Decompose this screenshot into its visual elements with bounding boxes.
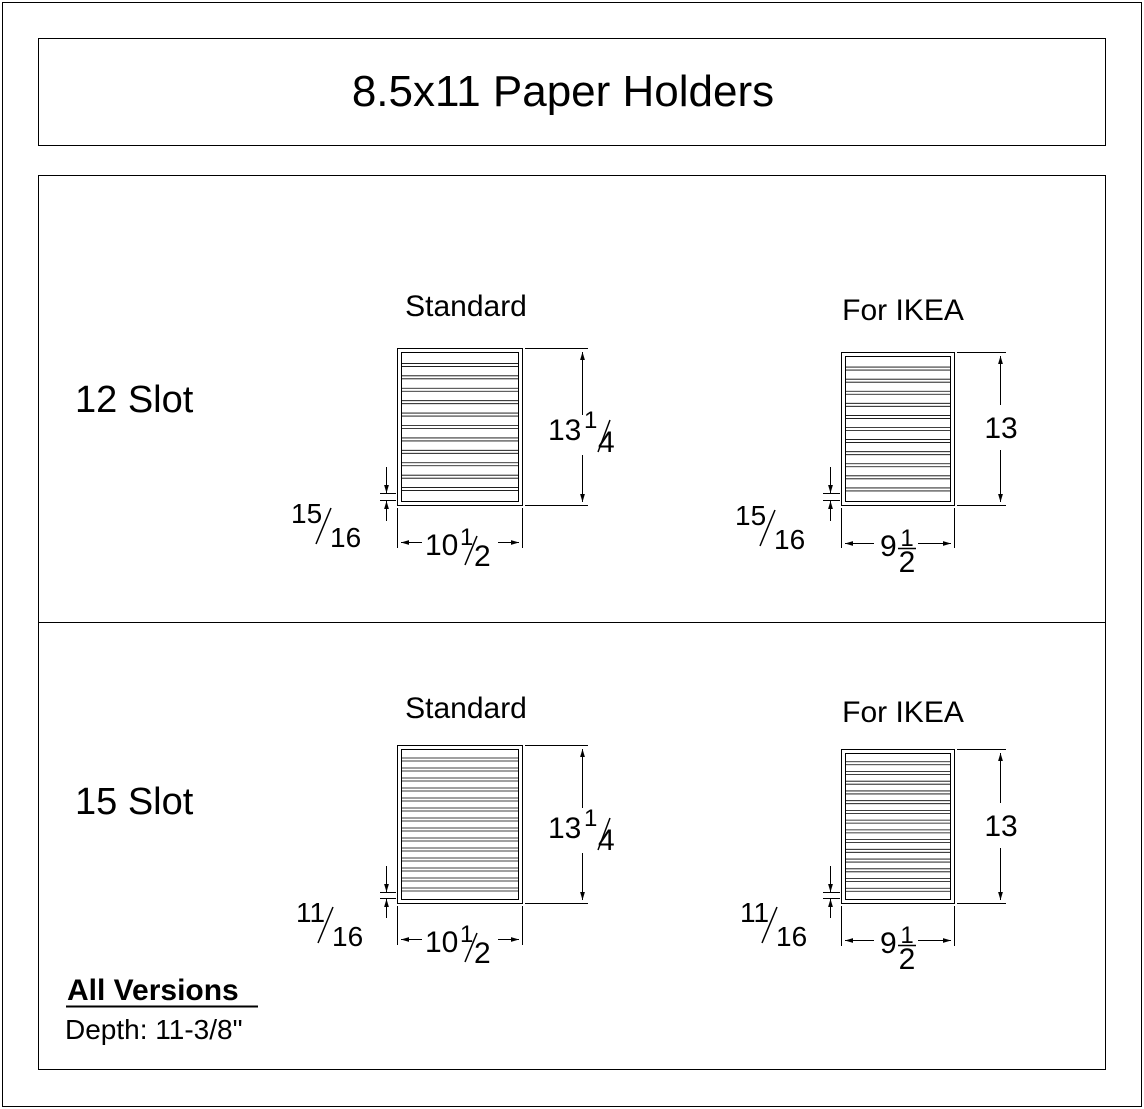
slot-lines <box>845 366 951 492</box>
row-label-12-slot: 12 Slot <box>75 379 194 421</box>
width-denominator: 2 <box>474 540 491 573</box>
gap-numerator: 15 <box>735 500 766 531</box>
height-whole: 13 <box>984 412 1017 445</box>
width-whole: 10 <box>425 529 458 562</box>
width-numerator: 1 <box>460 524 473 551</box>
fraction-slash <box>315 507 332 545</box>
heading-15-standard: Standard <box>405 692 527 725</box>
fraction-slash <box>597 419 611 453</box>
sheet-title: 8.5x11 Paper Holders <box>352 67 774 116</box>
holder-12-standard: 13 1 4 10 1 2 15 16 <box>291 348 615 573</box>
width-denominator: 2 <box>474 937 491 970</box>
holder-inner <box>401 352 519 502</box>
heading-12-ikea: For IKEA <box>842 294 964 327</box>
gap-denominator: 16 <box>332 921 363 952</box>
slot-lines <box>845 761 951 892</box>
notes-heading: All Versions <box>67 974 239 1007</box>
height-whole: 13 <box>548 812 581 845</box>
holder-15-ikea: 13 9 1 2 11 16 <box>740 749 1018 976</box>
gap-denominator: 16 <box>330 522 361 553</box>
gap-denominator: 16 <box>776 921 807 952</box>
width-whole: 9 <box>880 927 897 960</box>
gap-numerator: 11 <box>296 897 325 928</box>
width-denominator: 2 <box>899 943 916 976</box>
fraction-slash <box>317 906 334 944</box>
holder-frame <box>841 352 955 506</box>
holder-frame <box>841 749 955 904</box>
heading-15-ikea: For IKEA <box>842 696 964 729</box>
slot-lines <box>401 363 519 491</box>
fraction-slash <box>464 932 478 963</box>
width-whole: 10 <box>425 926 458 959</box>
row-label-15-slot: 15 Slot <box>75 781 194 823</box>
width-numerator: 1 <box>900 525 913 552</box>
holder-15-standard: 13 1 4 10 1 2 11 16 <box>296 745 615 970</box>
fraction-slash <box>597 817 611 851</box>
notes-depth: Depth: 11-3/8" <box>65 1014 243 1045</box>
height-numerator: 1 <box>584 407 597 434</box>
holder-12-ikea: 13 9 1 2 15 16 <box>735 352 1018 579</box>
height-whole: 13 <box>548 414 581 447</box>
gap-denominator: 16 <box>774 524 805 555</box>
title-frame <box>38 38 1106 146</box>
fraction-slash <box>464 535 478 566</box>
holder-inner <box>401 749 519 900</box>
holder-inner <box>845 356 951 502</box>
width-numerator: 1 <box>460 921 473 948</box>
gap-numerator: 11 <box>740 897 769 928</box>
fraction-slash <box>759 509 776 547</box>
gap-numerator: 15 <box>291 498 322 529</box>
heading-12-standard: Standard <box>405 290 527 323</box>
width-whole: 9 <box>880 530 897 563</box>
width-numerator: 1 <box>900 922 913 949</box>
height-denominator: 4 <box>598 824 615 857</box>
height-numerator: 1 <box>584 805 597 832</box>
width-denominator: 2 <box>899 546 916 579</box>
height-denominator: 4 <box>598 426 615 459</box>
holder-frame <box>397 348 523 506</box>
fraction-slash <box>761 906 778 944</box>
height-whole: 13 <box>984 810 1017 843</box>
holder-frame <box>397 745 523 904</box>
slot-lines <box>401 757 519 892</box>
holder-inner <box>845 753 951 900</box>
